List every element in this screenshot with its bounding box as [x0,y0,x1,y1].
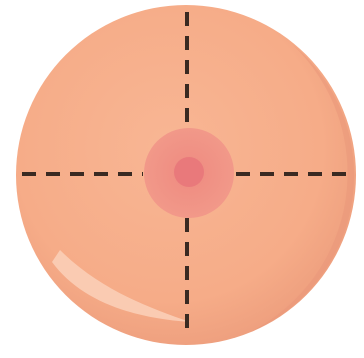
nipple [174,157,204,187]
